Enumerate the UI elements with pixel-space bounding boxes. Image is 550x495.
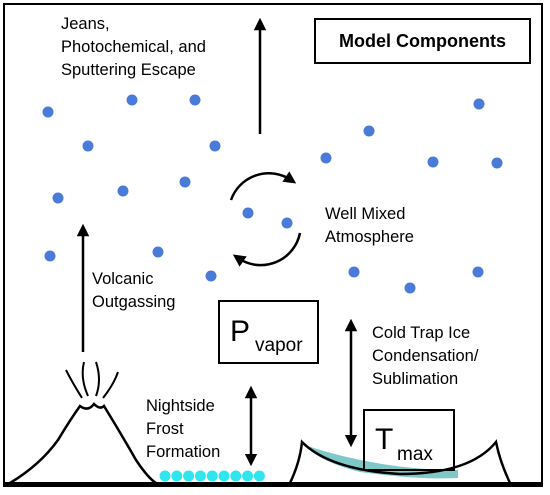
molecule-dot (117, 185, 129, 197)
molecule-dot (348, 266, 360, 278)
nightside-frost-deposits (159, 470, 265, 482)
cold-trap-label-line: Condensation/ (372, 347, 479, 365)
nightside-frost-label: Nightside Frost Formation (146, 395, 220, 464)
frost-particle (242, 470, 254, 482)
frost-particle (194, 470, 206, 482)
molecule-dot (189, 94, 201, 106)
frost-particle (253, 470, 265, 482)
p-vapor-box: P vapor (218, 300, 319, 364)
molecule-dot (52, 192, 64, 204)
cold-trap-label-line: Sublimation (372, 370, 459, 388)
escape-label-line: Photochemical, and (61, 38, 206, 56)
cold-trap-label-line: Cold Trap Ice (372, 324, 471, 342)
circulation-loop (229, 171, 302, 267)
molecule-dot (472, 266, 484, 278)
escape-label-line: Sputtering Escape (61, 61, 196, 79)
molecule-dot (427, 156, 439, 168)
t-max-box: T max (363, 409, 455, 471)
cold-trap-label: Cold Trap Ice Condensation/ Sublimation (372, 322, 478, 391)
molecule-dot (473, 98, 485, 110)
molecule-dot (209, 140, 221, 152)
volcanic-label-line: Outgassing (92, 293, 176, 311)
molecule-dot (42, 106, 54, 118)
nightside-label-line: Nightside (146, 397, 215, 415)
p-vapor-symbol: P (230, 315, 251, 348)
molecule-dot (281, 217, 293, 229)
well-mixed-label-line: Atmosphere (325, 228, 414, 246)
molecule-dot (491, 157, 503, 169)
frost-particle (206, 470, 218, 482)
frost-particle (159, 470, 171, 482)
molecule-dot (82, 140, 94, 152)
molecule-dot (242, 207, 254, 219)
volcanic-label-line: Volcanic (92, 270, 154, 288)
escape-label: Jeans, Photochemical, and Sputtering Esc… (61, 13, 206, 82)
volcanic-outgassing-label: Volcanic Outgassing (92, 268, 175, 314)
model-components-title: Model Components (339, 30, 506, 51)
frost-particle (218, 470, 230, 482)
molecule-dot (404, 282, 416, 294)
escape-label-line: Jeans, (61, 15, 110, 33)
t-max-subscript: max (397, 444, 433, 465)
molecule-dot (126, 94, 138, 106)
nightside-label-line: Formation (146, 443, 221, 461)
frost-particle (183, 470, 195, 482)
molecule-dot (363, 125, 375, 137)
model-components-box: Model Components (314, 18, 531, 64)
molecule-dot (205, 270, 217, 282)
molecule-dot (320, 152, 332, 164)
frost-particle (171, 470, 183, 482)
molecule-dot (44, 250, 56, 262)
t-max-symbol: T (375, 423, 394, 456)
frost-particle (230, 470, 242, 482)
nightside-label-line: Frost (146, 420, 184, 438)
molecule-dot (179, 176, 191, 188)
p-vapor-subscript: vapor (255, 335, 303, 356)
molecule-dot (152, 246, 164, 258)
well-mixed-atmosphere-label: Well Mixed Atmosphere (325, 203, 414, 249)
atmosphere-molecules (42, 94, 503, 294)
well-mixed-label-line: Well Mixed (325, 205, 406, 223)
volcano (9, 361, 157, 485)
